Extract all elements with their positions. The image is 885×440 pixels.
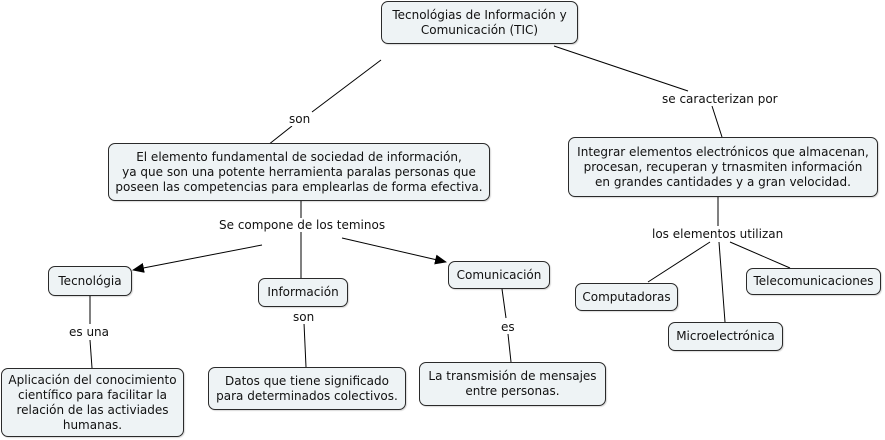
link-label-los-elementos-utilizan: los elementos utilizan — [650, 227, 786, 241]
link-label-se-caracterizan-por: se caracterizan por — [660, 92, 780, 106]
line-tic-caracterizan — [553, 45, 689, 92]
node-tecnologia[interactable]: Tecnológia — [48, 266, 132, 296]
link-label-son-informacion: son — [291, 310, 317, 324]
link-label-es-una: es una — [67, 325, 112, 339]
node-microelectronica[interactable]: Microelectrónica — [668, 322, 783, 351]
node-informacion[interactable]: Información — [258, 278, 348, 307]
node-telecomunicaciones[interactable]: Telecomunicaciones — [746, 268, 881, 295]
line-comunicacion-es — [501, 288, 507, 319]
node-tic[interactable]: Tecnológias de Información y Comunicació… — [381, 1, 578, 44]
arrow-to-comunicacion — [341, 237, 447, 265]
line-son-datos — [303, 322, 307, 368]
line-es-transmision — [507, 333, 512, 363]
line-esuna-aplicacion — [89, 339, 93, 369]
line-to-telecomunicaciones — [729, 241, 791, 269]
link-label-se-compone: Se compone de los teminos — [217, 218, 388, 232]
line-to-computadoras — [647, 241, 711, 283]
link-label-es: es — [499, 320, 517, 334]
arrow-to-tecnologia — [132, 244, 263, 273]
link-label-son: son — [287, 112, 313, 126]
node-transmision-mensajes[interactable]: La transmisión de mensajes entre persona… — [419, 362, 606, 406]
line-caracterizan-integrar — [711, 105, 723, 138]
node-computadoras[interactable]: Computadoras — [575, 283, 678, 311]
line-to-microelectronica — [718, 241, 726, 323]
node-comunicacion[interactable]: Comunicación — [448, 261, 550, 289]
node-integrar-elementos[interactable]: Integrar elementos electrónicos que alma… — [568, 137, 878, 197]
line-son-elemento — [267, 125, 293, 146]
line-tic-son — [311, 59, 382, 113]
node-datos-significado[interactable]: Datos que tiene significado para determi… — [208, 367, 406, 410]
node-aplicacion-conocimiento[interactable]: Aplicación del conocimiento científico p… — [1, 368, 184, 437]
node-elemento-fundamental[interactable]: El elemento fundamental de sociedad de i… — [108, 143, 490, 201]
